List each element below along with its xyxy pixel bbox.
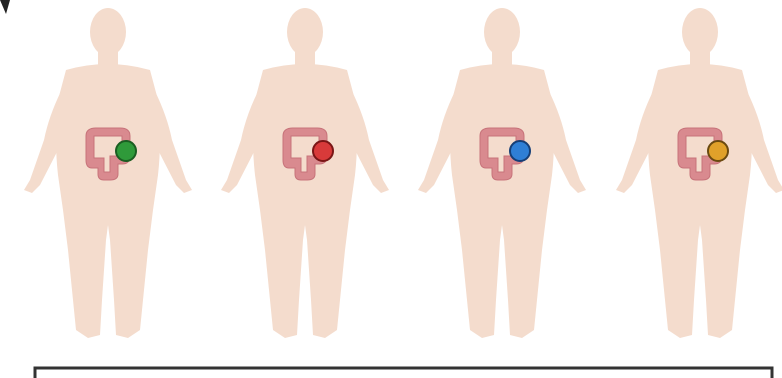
- human-figure-4-svg: [600, 0, 782, 360]
- human-figure-4: [600, 0, 782, 360]
- human-figure-2-svg: [205, 0, 405, 360]
- human-figure-3: [402, 0, 602, 360]
- tumor-marker: [510, 141, 530, 161]
- tumor-marker: [116, 141, 136, 161]
- human-figure-1-svg: [8, 0, 208, 360]
- tumor-marker: [313, 141, 333, 161]
- human-figure-2: [205, 0, 405, 360]
- tumor-marker: [708, 141, 728, 161]
- human-figure-3-svg: [402, 0, 602, 360]
- human-figure-1: [8, 0, 208, 360]
- bracket-line: [35, 368, 772, 378]
